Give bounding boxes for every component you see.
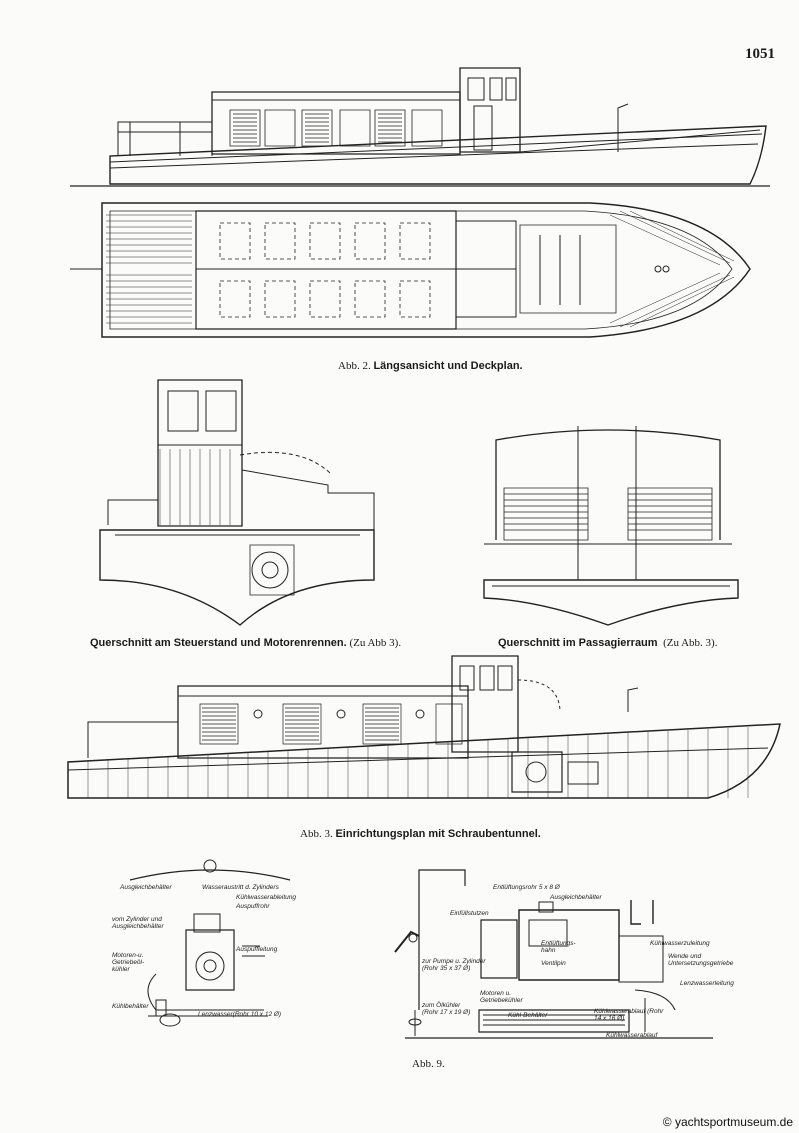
fig2-caption: Abb. 2. Längsansicht und Deckplan. — [338, 360, 523, 372]
fig9-label-r7: Kühlwasserzuleitung — [650, 940, 710, 947]
deck-plan-drawing — [70, 195, 770, 350]
fig9-label-l5: vom Zylinder und Ausgleichbehälter — [112, 916, 164, 930]
passenger-section-caption: Querschnitt im Passagierraum (Zu Abb. 3)… — [498, 637, 717, 649]
fig9-label-r9: Lenzwasserleitung — [680, 980, 734, 987]
interior-arrangement-drawing — [68, 650, 780, 820]
fig9-label-r13: Kühlwasserablauf (Rohr 14 x 16 Ø) — [594, 1008, 664, 1022]
fig9-label-r10: zum Ölkühler (Rohr 17 x 19 Ø) — [422, 1002, 471, 1016]
fig9-label-r14: Kühlwasserablauf — [606, 1032, 658, 1039]
longitudinal-elevation-drawing — [70, 60, 770, 195]
fig9-label-r1: Entlüftungsrohr 5 x 8 Ø — [493, 884, 560, 891]
fig9-label-r3: Einfüllstutzen — [450, 910, 489, 917]
helm-section-title: Querschnitt am Steuerstand und Motorenre… — [90, 637, 347, 649]
fig9-label-r12: Kühl-Behälter — [508, 1012, 548, 1019]
passenger-section-title: Querschnitt im Passagierraum — [498, 637, 658, 649]
engine-cooling-plan-drawing — [395, 860, 725, 1060]
fig9-label-l6: Auspuffleitung — [236, 946, 278, 953]
fig9-label-r5: Ventilpin — [541, 960, 566, 967]
cross-section-helm-drawing — [100, 375, 390, 625]
fig3-caption: Abb. 3. Einrichtungsplan mit Schraubentu… — [300, 828, 541, 840]
fig2-number: Abb. 2. — [338, 360, 371, 372]
fig3-title: Einrichtungsplan mit Schraubentunnel. — [335, 828, 541, 840]
fig9-label-l7: Motoren-u. Getriebeöl-kühler — [112, 952, 145, 973]
helm-section-caption: Querschnitt am Steuerstand und Motorenre… — [90, 637, 401, 649]
fig2-title: Längsansicht und Deckplan. — [373, 360, 523, 372]
fig9-caption: Abb. 9. — [412, 1058, 445, 1070]
fig9-label-l8: Kühlbehälter — [112, 1003, 149, 1010]
fig9-label-l3: Kühlwasserableitung — [236, 894, 296, 901]
helm-section-ref: (Zu Abb 3). — [349, 637, 402, 649]
fig9-label-l2: Wasseraustritt d. Zylinders — [202, 884, 279, 891]
fig9-label-l9: Lenzwasser(Rohr 10 x 12 Ø) — [198, 1011, 282, 1018]
watermark: © yachtsportmuseum.de — [662, 1115, 793, 1129]
fig9-label-r8: Wende und Untersetzungsgetriebe — [668, 953, 734, 967]
fig9-label-r4: Entlüftungs-hahn — [541, 940, 576, 954]
fig9-label-r2: Ausgleichbehälter — [550, 894, 602, 901]
page-number: 1051 — [745, 46, 775, 62]
fig3-number: Abb. 3. — [300, 828, 333, 840]
fig9-label-l1: Ausgleichbehälter — [120, 884, 172, 891]
fig9-label-l4: Auspuffrohr — [236, 903, 270, 910]
fig9-label-r6: zur Pumpe u. Zylinder (Rohr 35 x 37 Ø) — [422, 958, 486, 972]
fig9-label-r11: Motoren u. Getriebekühler — [480, 990, 523, 1004]
passenger-section-ref: (Zu Abb. 3). — [663, 637, 718, 649]
cooling-cross-section-drawing — [100, 850, 300, 1030]
cross-section-passenger-drawing — [478, 420, 748, 630]
